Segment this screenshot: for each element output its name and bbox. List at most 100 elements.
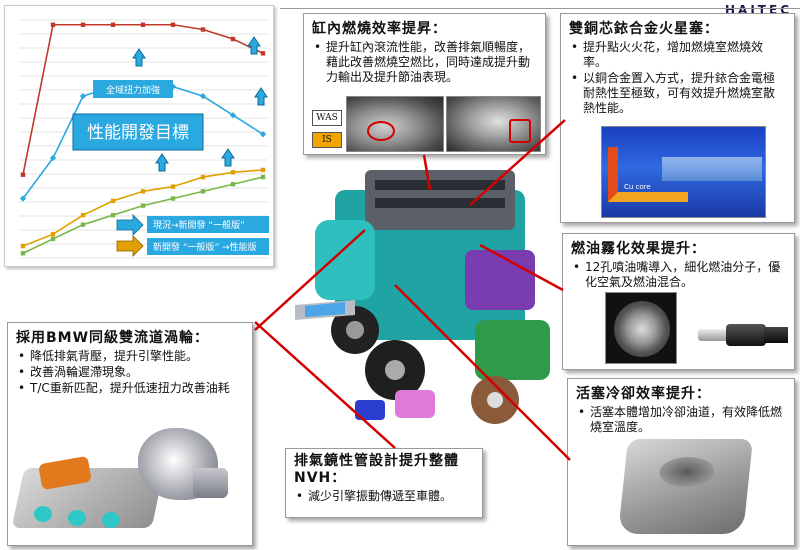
series-point-4 <box>200 189 206 194</box>
piston-image <box>618 439 753 534</box>
turbo-item: 改善渦輪遲滯現象。 <box>18 365 244 380</box>
piston-item: 活塞本體增加冷卻油道，有效降低燃燒室溫度。 <box>578 405 786 435</box>
electrode-shape <box>608 147 688 202</box>
series-point-4 <box>140 203 146 208</box>
up-arrow-icon <box>247 36 261 55</box>
series-point-1 <box>260 51 266 56</box>
highlight-circle <box>367 121 395 141</box>
performance-chart: 全域扭力加強 性能開發目標 現況→新開發 “一般版” 新開發 “一般版” →性能… <box>4 5 274 267</box>
main-title-box <box>72 113 204 151</box>
green-module <box>475 320 550 380</box>
series-point-2 <box>229 112 237 119</box>
manifold-port-cyan <box>68 510 86 526</box>
series-point-1 <box>200 27 206 32</box>
piston-bowl <box>657 457 717 487</box>
spark-plug-title: 雙銅芯銥合金火星塞： <box>569 21 719 37</box>
exhaust-title: 排氣鏡性管設計提升整體NVH： <box>294 453 459 486</box>
port-was-image <box>346 96 444 152</box>
highlight-rect <box>509 119 531 143</box>
series-point-3 <box>50 232 56 237</box>
up-arrow-icon <box>221 148 235 167</box>
series-point-1 <box>80 22 86 27</box>
intake-manifold <box>315 220 375 300</box>
spark-plug-item: 以銅合金置入方式，提升銥合金電極耐熱性至極致，可有效提升燃燒室散熱性能。 <box>571 71 786 116</box>
piston-list: 活塞本體增加冷卻油道，有效降低燃燒室溫度。 <box>568 405 794 435</box>
injector-box: 燃油霧化效果提升： 12孔噴油嘴導入，細化燃油分子，優化空氣及燃油混合。 <box>562 233 795 370</box>
series-point-1 <box>20 172 26 177</box>
series-point-3 <box>80 212 86 218</box>
nozzle-image <box>605 292 677 364</box>
exhaust-nvh-box: 排氣鏡性管設計提升整體NVH： 減少引擎振動傳遞至車體。 <box>285 448 483 518</box>
turbo-manifold-image <box>11 428 248 543</box>
series-point-1 <box>50 22 56 27</box>
legend-box-1 <box>147 216 269 233</box>
series-point-4 <box>20 251 26 256</box>
injector-connector <box>764 327 788 343</box>
exhaust-list: 減少引擎振動傳遞至車體。 <box>286 489 482 504</box>
series-point-3 <box>260 167 266 173</box>
pink-sensor <box>395 390 435 418</box>
series-point-2 <box>199 93 207 100</box>
full-range-tag <box>93 80 173 98</box>
combustion-title: 缸內燃燒效率提昇： <box>312 21 447 37</box>
injector-tip <box>698 329 728 341</box>
series-point-3 <box>230 170 236 175</box>
turbo-item: T/C重新匹配，提升低速扭力改善油耗 <box>18 381 244 396</box>
turbo-title: 採用BMW同級雙流道渦輪： <box>16 330 210 346</box>
purple-bracket <box>465 250 535 310</box>
series-point-1 <box>140 22 146 27</box>
injector-item: 12孔噴油嘴導入，細化燃油分子，優化空氣及燃油混合。 <box>573 260 786 290</box>
series-point-1 <box>170 22 176 27</box>
series-point-1 <box>230 36 236 42</box>
series-point-1 <box>110 22 116 27</box>
series-point-3 <box>200 174 206 180</box>
series-point-3 <box>140 189 146 194</box>
series-point-2 <box>49 154 57 162</box>
engine-illustration <box>295 170 550 424</box>
turbo-outlet <box>193 468 228 498</box>
legend-arrow-blue-icon <box>116 214 144 236</box>
nozzle-face <box>614 301 670 357</box>
pulley-hub <box>346 321 364 339</box>
full-range-tag-text: 全域扭力加強 <box>106 84 160 96</box>
valve-cover-rib <box>375 198 505 208</box>
legend-text-1: 現況→新開發 “一般版” <box>153 219 245 231</box>
sim-label: Cu core <box>624 183 651 191</box>
piston-box: 活塞冷卻效率提升： 活塞本體增加冷卻油道，有效降低燃燒室溫度。 <box>567 378 795 546</box>
injector-image <box>698 322 790 348</box>
valve-cover-rib <box>375 180 505 190</box>
series-point-3 <box>170 184 176 189</box>
combustion-item: 提升缸內滾流性能，改善排氣順暢度，藉此改善燃燒空燃比，同時達成提升動力輸出及提升… <box>314 40 537 85</box>
up-arrow-icon <box>254 87 268 106</box>
port-is-image <box>446 96 541 152</box>
series-point-4 <box>260 174 266 180</box>
series-point-2 <box>259 131 267 138</box>
legend-text-2: 新開發 “一般版” →性能版 <box>153 241 257 253</box>
piston-title: 活塞冷卻效率提升： <box>576 386 711 402</box>
series-point-3 <box>110 198 116 204</box>
injector-title: 燃油霧化效果提升： <box>571 241 706 257</box>
up-arrow-icon <box>132 48 146 67</box>
series-point-3 <box>20 243 26 249</box>
series-point-4 <box>230 182 236 187</box>
legend-arrow-gold-icon <box>116 235 144 257</box>
spark-plug-list: 提升點火火花，增加燃燒室燃燒效率。 以銅合金置入方式，提升銥合金電極耐熱性至極致… <box>561 40 794 116</box>
turbo-box: 採用BMW同級雙流道渦輪： 降低排氣背壓，提升引擎性能。 改善渦輪遲滯現象。 T… <box>7 322 253 546</box>
manifold-port-cyan <box>102 512 120 528</box>
series-point-4 <box>110 212 116 218</box>
turbo-item: 降低排氣背壓，提升引擎性能。 <box>18 349 244 364</box>
series-point-4 <box>50 236 56 242</box>
header-rule <box>280 8 800 9</box>
performance-chart-svg: 全域扭力加強 性能開發目標 現況→新開發 “一般版” 新開發 “一般版” →性能… <box>19 19 269 259</box>
spark-plug-item: 提升點火火花，增加燃燒室燃燒效率。 <box>571 40 786 70</box>
improvement-arrows <box>132 36 268 172</box>
series-line-3 <box>22 169 264 247</box>
series-point-2 <box>79 93 87 100</box>
exhaust-item: 減少引擎振動傳遞至車體。 <box>296 489 474 504</box>
main-title-text: 性能開發目標 <box>87 123 189 143</box>
tag-was: WAS <box>312 110 342 126</box>
spark-plug-simulation-image: Cu core <box>601 126 766 218</box>
turbo-list: 降低排氣背壓，提升引擎性能。 改善渦輪遲滯現象。 T/C重新匹配，提升低速扭力改… <box>8 349 252 396</box>
series-point-4 <box>170 196 176 201</box>
electrode-stem <box>662 157 762 181</box>
